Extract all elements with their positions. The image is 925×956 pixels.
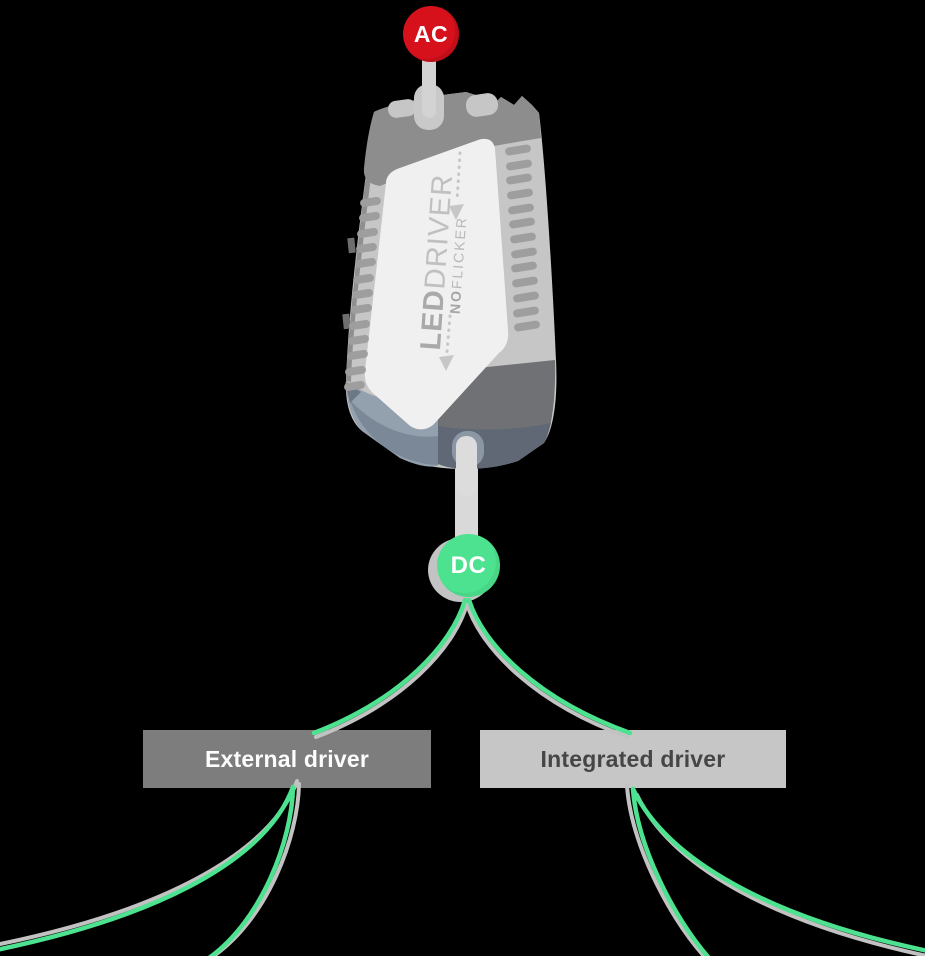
device-cap-tab: [388, 99, 417, 118]
device-brand-bold: LED: [415, 288, 451, 351]
integrated-driver-box: Integrated driver: [480, 730, 786, 788]
ac-node-label: AC: [413, 20, 449, 47]
led-driver-device: LEDDRIVER NOFLICKER: [342, 42, 557, 496]
external-driver-label: External driver: [204, 745, 370, 772]
flow-arrow-bottom: [445, 314, 452, 354]
ac-node: AC: [403, 6, 459, 62]
integrated-driver-label: Integrated driver: [540, 745, 726, 772]
device-clip-notch: [347, 237, 356, 254]
device-clip-notch: [342, 313, 351, 330]
flow-arrow-top: [455, 151, 462, 203]
device-tagline-light: FLICKER: [448, 215, 469, 289]
flow-arrowheads: [439, 204, 464, 371]
dc-wire-stub: [456, 436, 477, 496]
device-bottom-cap-slate-dark: [350, 400, 438, 465]
flow-arrows: [445, 151, 462, 354]
external-driver-box: External driver: [143, 730, 431, 788]
device-label-panel: [364, 138, 509, 430]
vent-slots-left: [344, 196, 381, 391]
device-tagline-text: NOFLICKER: [447, 215, 470, 314]
dc-node-label: DC: [450, 551, 487, 579]
device-tagline-bold: NO: [447, 288, 465, 314]
device-cap-tab: [465, 93, 499, 117]
vent-slots-right: [505, 144, 540, 332]
dc-node: DC: [437, 534, 500, 597]
